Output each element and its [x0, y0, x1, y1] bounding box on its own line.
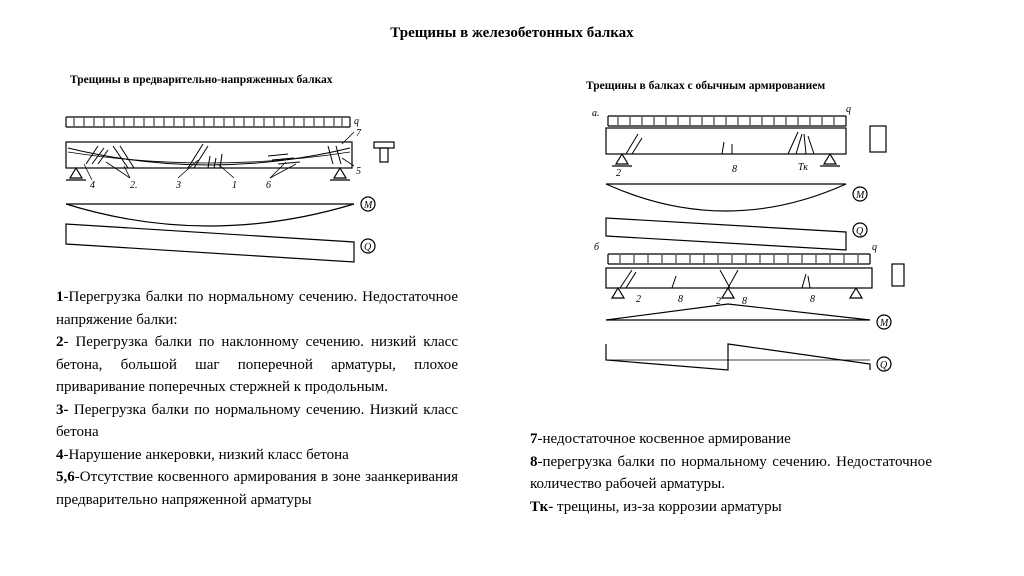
shear-label: Q — [364, 242, 372, 253]
page-title: Трещины в железобетонных балках — [390, 25, 634, 41]
beam-a-load-label: q — [846, 104, 851, 115]
beam-b-crack-2b: 2 — [716, 296, 721, 307]
beam-a-crack-8: 8 — [732, 164, 737, 175]
legend-item-1: 1-Перегрузка балки по нормальному сечени… — [56, 289, 458, 328]
right-legend: 7-недостаточное косвенное армирование 8-… — [530, 428, 932, 518]
beam-cross-section — [373, 141, 395, 149]
left-legend: 1-Перегрузка балки по нормальному сечени… — [56, 286, 458, 511]
crack-label-6: 6 — [266, 180, 271, 191]
moment-label: M — [363, 200, 373, 211]
legend-item-3: 3- Перегрузка балки по нормальному сечен… — [56, 401, 458, 441]
beam-b-crack-8a: 8 — [678, 294, 683, 305]
crack-label-5: 5 — [356, 166, 361, 177]
beam-a-label: а. — [592, 108, 600, 119]
crack-label-7: 7 — [356, 128, 362, 139]
beam-a-shear-label: Q — [856, 226, 864, 237]
left-subtitle: Трещины в предварительно-напряженных бал… — [70, 74, 333, 86]
load-label-q: q — [354, 116, 359, 127]
crack-label-3: 3 — [175, 180, 181, 191]
legend-item-tk: Тк- трещины, из-за коррозии арматуры — [530, 498, 782, 515]
legend-item-5-6: 5,6-Отсутствие косвенного армирования в … — [56, 469, 458, 508]
beam-b-cross-section — [891, 263, 905, 287]
beam-a-crack-2: 2 — [616, 168, 621, 179]
beam-b-crack-8b: 8 — [742, 296, 747, 307]
beam-b-label: б — [594, 242, 600, 253]
beam-a-body — [605, 127, 847, 155]
beam-b-body — [605, 267, 873, 289]
moment-curve — [65, 203, 355, 227]
moment-b-curve — [605, 303, 871, 321]
legend-item-2: 2- Перегрузка балки по наклонному сечени… — [56, 334, 458, 395]
beam-b-moment-label: M — [879, 318, 889, 329]
beam-b-crack-2a: 2 — [636, 294, 641, 305]
beam-b-crack-8c: 8 — [810, 294, 815, 305]
beam-b-load-label: q — [872, 242, 877, 253]
legend-item-4: 4-Нарушение анкеровки, низкий класс бето… — [56, 446, 349, 463]
crack-label-1: 1 — [232, 180, 237, 191]
left-support — [68, 166, 84, 179]
legend-item-8: 8-перегрузка балки по нормальному сечени… — [530, 453, 932, 493]
beam-a-crack-tk: Тк — [798, 162, 808, 173]
crack-label-2: 2. — [130, 180, 138, 191]
ordinary-beam-figure: а. q 2 8 Тк M Q б q 2 8 2 8 8 M Q — [592, 104, 905, 372]
shear-a-diagram — [605, 217, 847, 251]
beam-a-moment-label: M — [855, 190, 865, 201]
prestressed-beam-figure: q 7 4 2. 3 1 6 5 M Q — [65, 116, 395, 263]
beam-b-shear-label: Q — [880, 360, 888, 371]
shear-b-diagram — [605, 343, 871, 371]
crack-label-4: 4 — [90, 180, 95, 191]
shear-label-circle — [360, 238, 376, 254]
beam-body — [65, 141, 353, 169]
right-subtitle: Трещины в балках с обычным армированием — [586, 80, 826, 92]
moment-a-curve — [605, 183, 847, 212]
beam-a-cross-section — [869, 125, 887, 153]
distributed-load-bar — [65, 116, 351, 128]
shear-diagram — [65, 223, 355, 263]
right-support — [332, 166, 348, 179]
moment-label-circle — [360, 196, 376, 212]
legend-item-7: 7-недостаточное косвенное армирование — [530, 431, 791, 447]
